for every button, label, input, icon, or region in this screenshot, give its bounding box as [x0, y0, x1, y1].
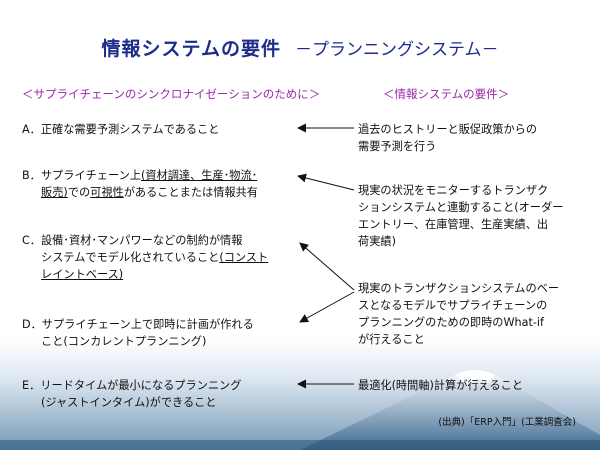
function-line: 現実の状況をモニターするトランザク [358, 184, 549, 197]
text-segment: C．設備･資材･マンパワーなどの制約が情報 [22, 234, 243, 247]
requirement-line: D．サプライチェーン上で即時に計画が作れる [22, 316, 300, 333]
mountain-background [0, 340, 600, 450]
underlined-text: レイントベース) [41, 268, 124, 281]
function-line: が行えること [358, 333, 425, 346]
requirement-d: D．サプライチェーン上で即時に計画が作れること(コンカレントプランニング) [22, 316, 300, 350]
requirement-line: 販売)での可視性があることまたは情報共有 [22, 184, 300, 201]
text-segment: (ジャストインタイム)ができること [41, 396, 217, 409]
function-optimize: 最適化(時間軸)計算が行えること [358, 377, 590, 394]
text-segment: A．正確な需要予測システムであること [22, 123, 220, 136]
function-forecast: 過去のヒストリーと販促政策からの需要予測を行う [358, 121, 590, 155]
function-line: 需要予測を行う [358, 140, 437, 153]
requirement-line: B．サプライチェーン上(資材調達、生産･物流･ [22, 167, 300, 184]
arrow-d [299, 291, 355, 323]
right-heading: ＜情報システムの要件＞ [383, 87, 510, 101]
requirement-b: B．サプライチェーン上(資材調達、生産･物流･販売)での可視性があることまたは情… [22, 167, 300, 201]
function-monitor: 現実の状況をモニターするトランザクションシステムと連動すること(オーダーエントリ… [358, 182, 590, 250]
arrow-b [297, 173, 355, 191]
underlined-text: (資材調達、生産･物流･ [141, 169, 258, 182]
requirement-e: E．リードタイムが最小になるプランニング (ジャストインタイム)ができること [22, 377, 300, 411]
function-line: 最適化(時間軸)計算が行えること [358, 379, 524, 392]
arrow-c [299, 242, 355, 291]
text-segment: システムでモデル化されていること [41, 251, 220, 264]
function-line: スとなるモデルでサプライチェーンの [358, 299, 548, 312]
function-line: 現実のトランザクションシステムのベー [358, 282, 560, 295]
requirement-line: こと(コンカレントプランニング) [22, 333, 300, 350]
text-segment: B．サプライチェーン上 [22, 169, 141, 182]
requirement-c: C．設備･資材･マンパワーなどの制約が情報システムでモデル化されていること(コン… [22, 232, 300, 283]
source-citation: (出典)「ERP入門」(工業調査会) [438, 417, 576, 428]
requirement-line: システムでモデル化されていること(コンスト [22, 249, 300, 266]
underlined-text: 可視性 [90, 186, 124, 199]
underlined-text: (コンスト [219, 251, 269, 264]
requirement-line: C．設備･資材･マンパワーなどの制約が情報 [22, 232, 300, 249]
function-whatif: 現実のトランザクションシステムのベースとなるモデルでサプライチェーンのプランニン… [358, 280, 590, 348]
page-title: 情報システムの要件 －プランニングシステム－ [0, 34, 600, 61]
requirement-line: (ジャストインタイム)ができること [22, 394, 300, 411]
function-line: 過去のヒストリーと販促政策からの [358, 123, 538, 136]
text-segment: での [67, 186, 91, 199]
text-segment: こと(コンカレントプランニング) [41, 335, 207, 348]
function-line: プランニングのための即時のWhat-if [358, 316, 544, 329]
underlined-text: 販売) [41, 186, 68, 199]
title-sub: －プランニングシステム－ [294, 40, 499, 60]
text-segment: D．サプライチェーン上で即時に計画が作れる [22, 318, 254, 331]
left-heading: ＜サプライチェーンのシンクロナイゼーションのために＞ [22, 87, 321, 101]
requirement-line: レイントベース) [22, 266, 300, 283]
function-line: エントリー、在庫管理、生産実績、出 [358, 218, 549, 231]
text-segment: があることまたは情報共有 [123, 186, 258, 199]
requirement-a: A．正確な需要予測システムであること [22, 121, 300, 138]
function-line: ションシステムと連動すること(オーダー [358, 201, 564, 214]
text-segment: E．リードタイムが最小になるプランニング [22, 379, 242, 392]
requirement-line: E．リードタイムが最小になるプランニング [22, 377, 300, 394]
title-main: 情報システムの要件 [101, 38, 281, 60]
function-line: 荷実績) [358, 235, 396, 248]
requirement-line: A．正確な需要予測システムであること [22, 121, 300, 138]
